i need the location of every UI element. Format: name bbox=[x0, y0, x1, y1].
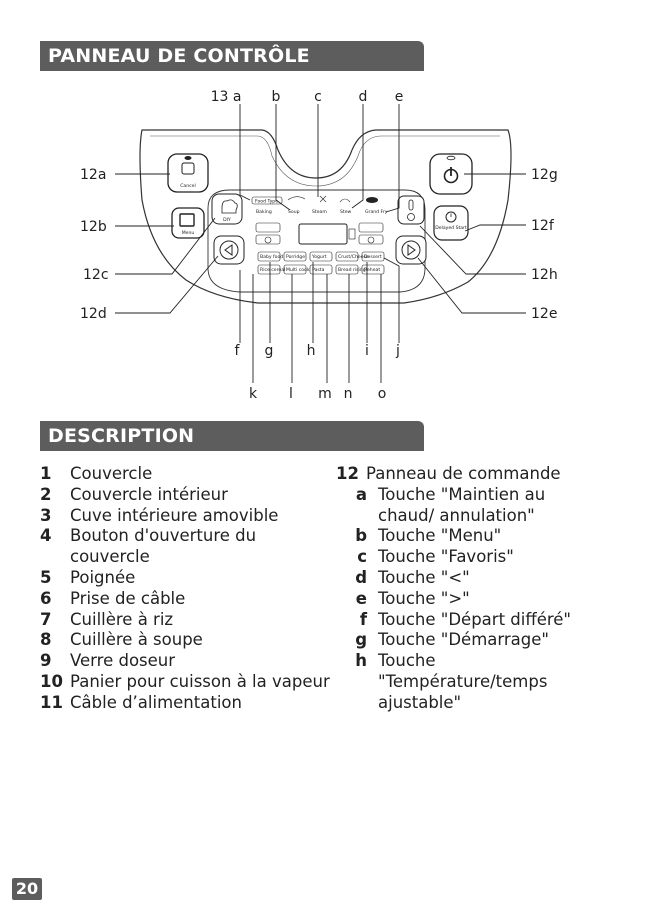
label-n: n bbox=[344, 386, 353, 402]
label-c: c bbox=[314, 89, 322, 105]
svg-text:Delayed Start: Delayed Start bbox=[435, 225, 467, 231]
label-o: o bbox=[378, 386, 387, 402]
left-arrow-button bbox=[213, 235, 245, 265]
label-13a: 13 a bbox=[211, 89, 242, 105]
label-12h: 12h bbox=[531, 267, 558, 283]
svg-text:Baby food: Baby food bbox=[260, 254, 283, 260]
page-number: 20 bbox=[12, 878, 42, 900]
svg-text:Grand Fry: Grand Fry bbox=[365, 209, 388, 215]
svg-text:Porridge: Porridge bbox=[286, 254, 305, 260]
svg-text:Yogurt: Yogurt bbox=[311, 254, 327, 260]
svg-text:Food Type: Food Type bbox=[255, 199, 278, 205]
delayed-start-button: Delayed Start bbox=[433, 205, 469, 241]
menu-button: Menu bbox=[171, 207, 205, 239]
description-section-title: DESCRIPTION bbox=[40, 421, 424, 451]
svg-text:Rice cereal: Rice cereal bbox=[260, 267, 285, 273]
cancel-button: Cancel bbox=[167, 153, 209, 193]
label-12e: 12e bbox=[531, 306, 557, 322]
leader-lines bbox=[115, 104, 526, 383]
food-type-row: Food Type Baking Soup Steam Stew Grand F… bbox=[251, 195, 388, 215]
label-12c: 12c bbox=[83, 267, 109, 283]
label-m: m bbox=[318, 386, 332, 402]
svg-text:Multi cook: Multi cook bbox=[286, 267, 310, 273]
svg-text:Dessert: Dessert bbox=[364, 254, 382, 260]
label-12g: 12g bbox=[531, 167, 558, 183]
label-i: i bbox=[365, 343, 369, 359]
label-g: g bbox=[265, 343, 274, 359]
display-screen bbox=[298, 223, 348, 245]
svg-text:Steam: Steam bbox=[312, 209, 327, 215]
label-k: k bbox=[249, 386, 258, 402]
svg-text:Stew: Stew bbox=[340, 209, 352, 215]
label-12d: 12d bbox=[80, 306, 107, 322]
start-button bbox=[429, 153, 473, 195]
panel-outline bbox=[139, 129, 512, 304]
right-arrow-button bbox=[395, 235, 427, 265]
svg-text:Cancel: Cancel bbox=[180, 183, 196, 189]
label-f: f bbox=[235, 343, 241, 359]
svg-text:Pasta: Pasta bbox=[312, 267, 325, 273]
svg-text:Bread rising: Bread rising bbox=[338, 267, 366, 273]
temperature-time-button bbox=[397, 195, 425, 225]
inner-panel bbox=[207, 189, 426, 293]
label-12a: 12a bbox=[80, 167, 106, 183]
svg-text:Menu: Menu bbox=[182, 230, 195, 236]
label-b: b bbox=[272, 89, 281, 105]
diy-button: DIY bbox=[211, 193, 243, 225]
label-e: e bbox=[395, 89, 404, 105]
label-l: l bbox=[289, 386, 293, 402]
svg-text:Soup: Soup bbox=[288, 209, 300, 215]
label-d: d bbox=[359, 89, 368, 105]
svg-text:Reheat: Reheat bbox=[364, 267, 380, 273]
svg-text:Crust/Cheese: Crust/Cheese bbox=[338, 254, 369, 260]
label-12f: 12f bbox=[531, 218, 555, 234]
control-panel-diagram: Cancel Menu DIY Delayed Start bbox=[80, 89, 558, 402]
label-j: j bbox=[395, 343, 400, 359]
control-panel-section-title: PANNEAU DE CONTRÔLE bbox=[40, 41, 424, 71]
label-12b: 12b bbox=[80, 219, 107, 235]
label-h: h bbox=[307, 343, 316, 359]
svg-text:Baking: Baking bbox=[256, 209, 272, 215]
svg-text:DIY: DIY bbox=[223, 217, 231, 223]
program-buttons bbox=[257, 251, 385, 275]
